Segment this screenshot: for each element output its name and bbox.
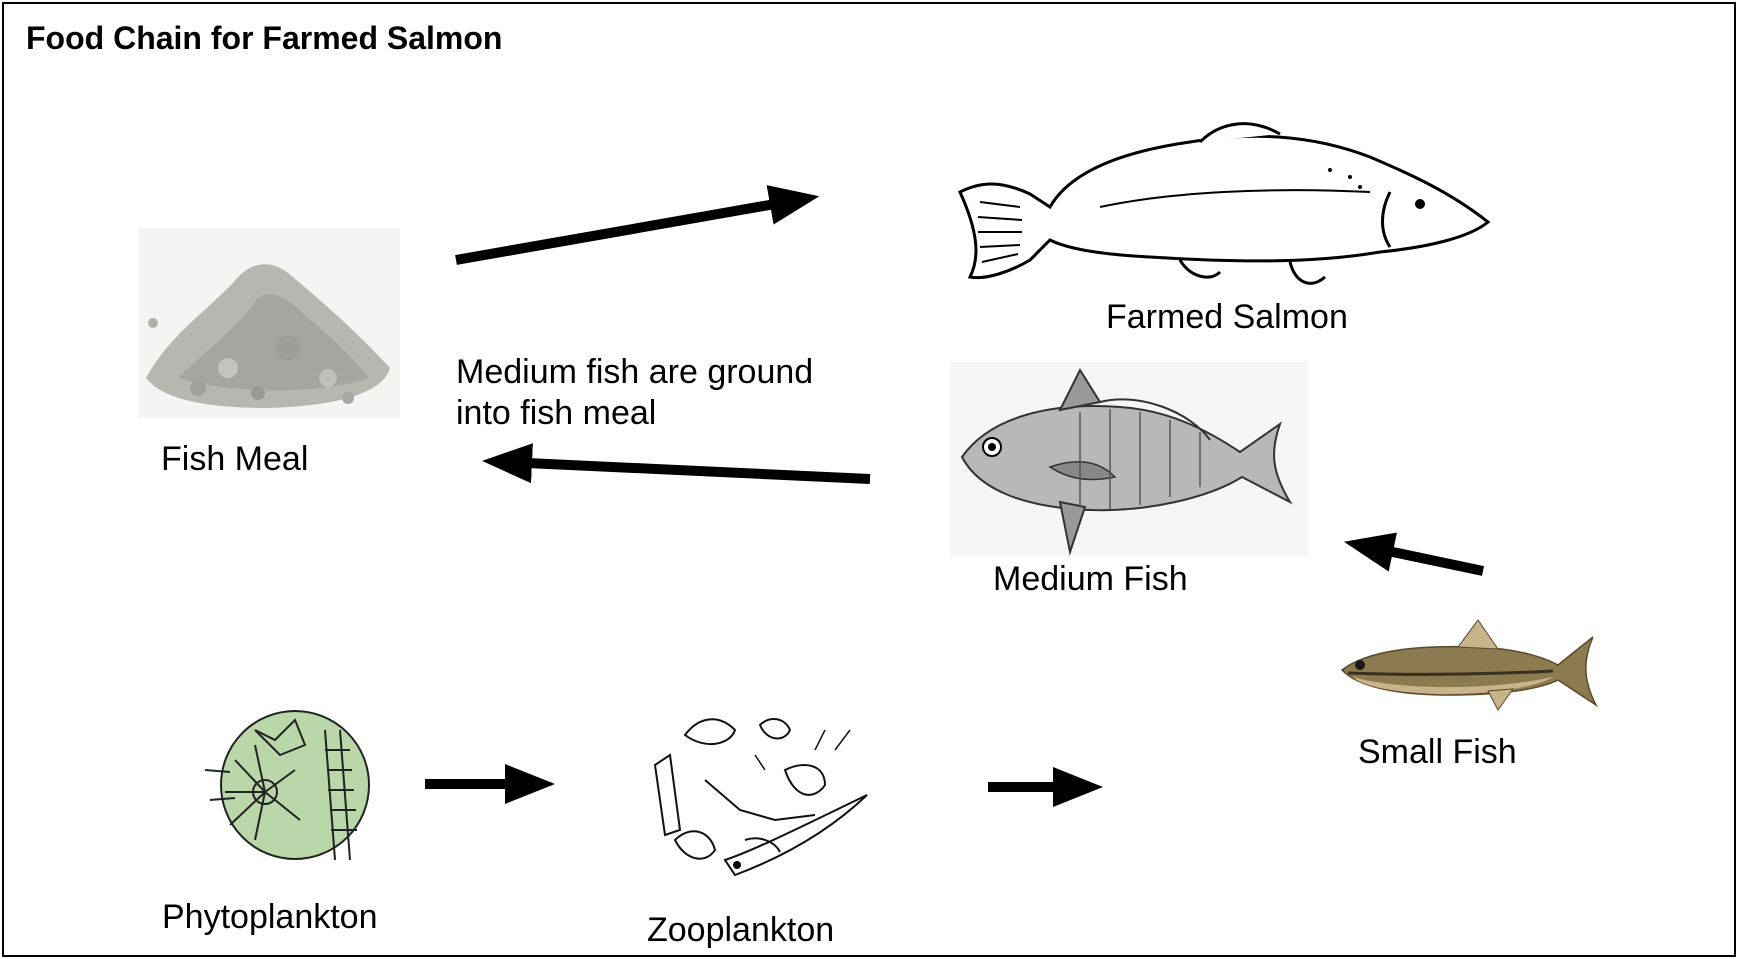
grinding-note: Medium fish are ground into fish meal: [456, 352, 813, 434]
farmed-salmon-label: Farmed Salmon: [1106, 298, 1348, 337]
phytoplankton-illustration: [200, 700, 375, 870]
arrow-fishmeal-to-salmon: [456, 204, 775, 260]
zooplankton-illustration: [645, 710, 870, 885]
grinding-note-line-2: into fish meal: [456, 393, 813, 434]
arrow-smallfish-to-mediumfish: [1388, 551, 1483, 571]
phytoplankton-label: Phytoplankton: [162, 898, 378, 937]
grinding-note-line-1: Medium fish are ground: [456, 352, 813, 393]
medium-fish-illustration: [950, 362, 1308, 557]
arrow-mediumfish-to-fishmeal: [527, 463, 870, 479]
medium-fish-label: Medium Fish: [993, 560, 1188, 599]
fish-meal-label: Fish Meal: [161, 440, 308, 479]
small-fish-label: Small Fish: [1358, 733, 1517, 772]
fish-meal-illustration: [138, 228, 400, 418]
farmed-salmon-illustration: [950, 112, 1490, 302]
small-fish-illustration: [1338, 615, 1600, 715]
zooplankton-label: Zooplankton: [647, 911, 834, 950]
